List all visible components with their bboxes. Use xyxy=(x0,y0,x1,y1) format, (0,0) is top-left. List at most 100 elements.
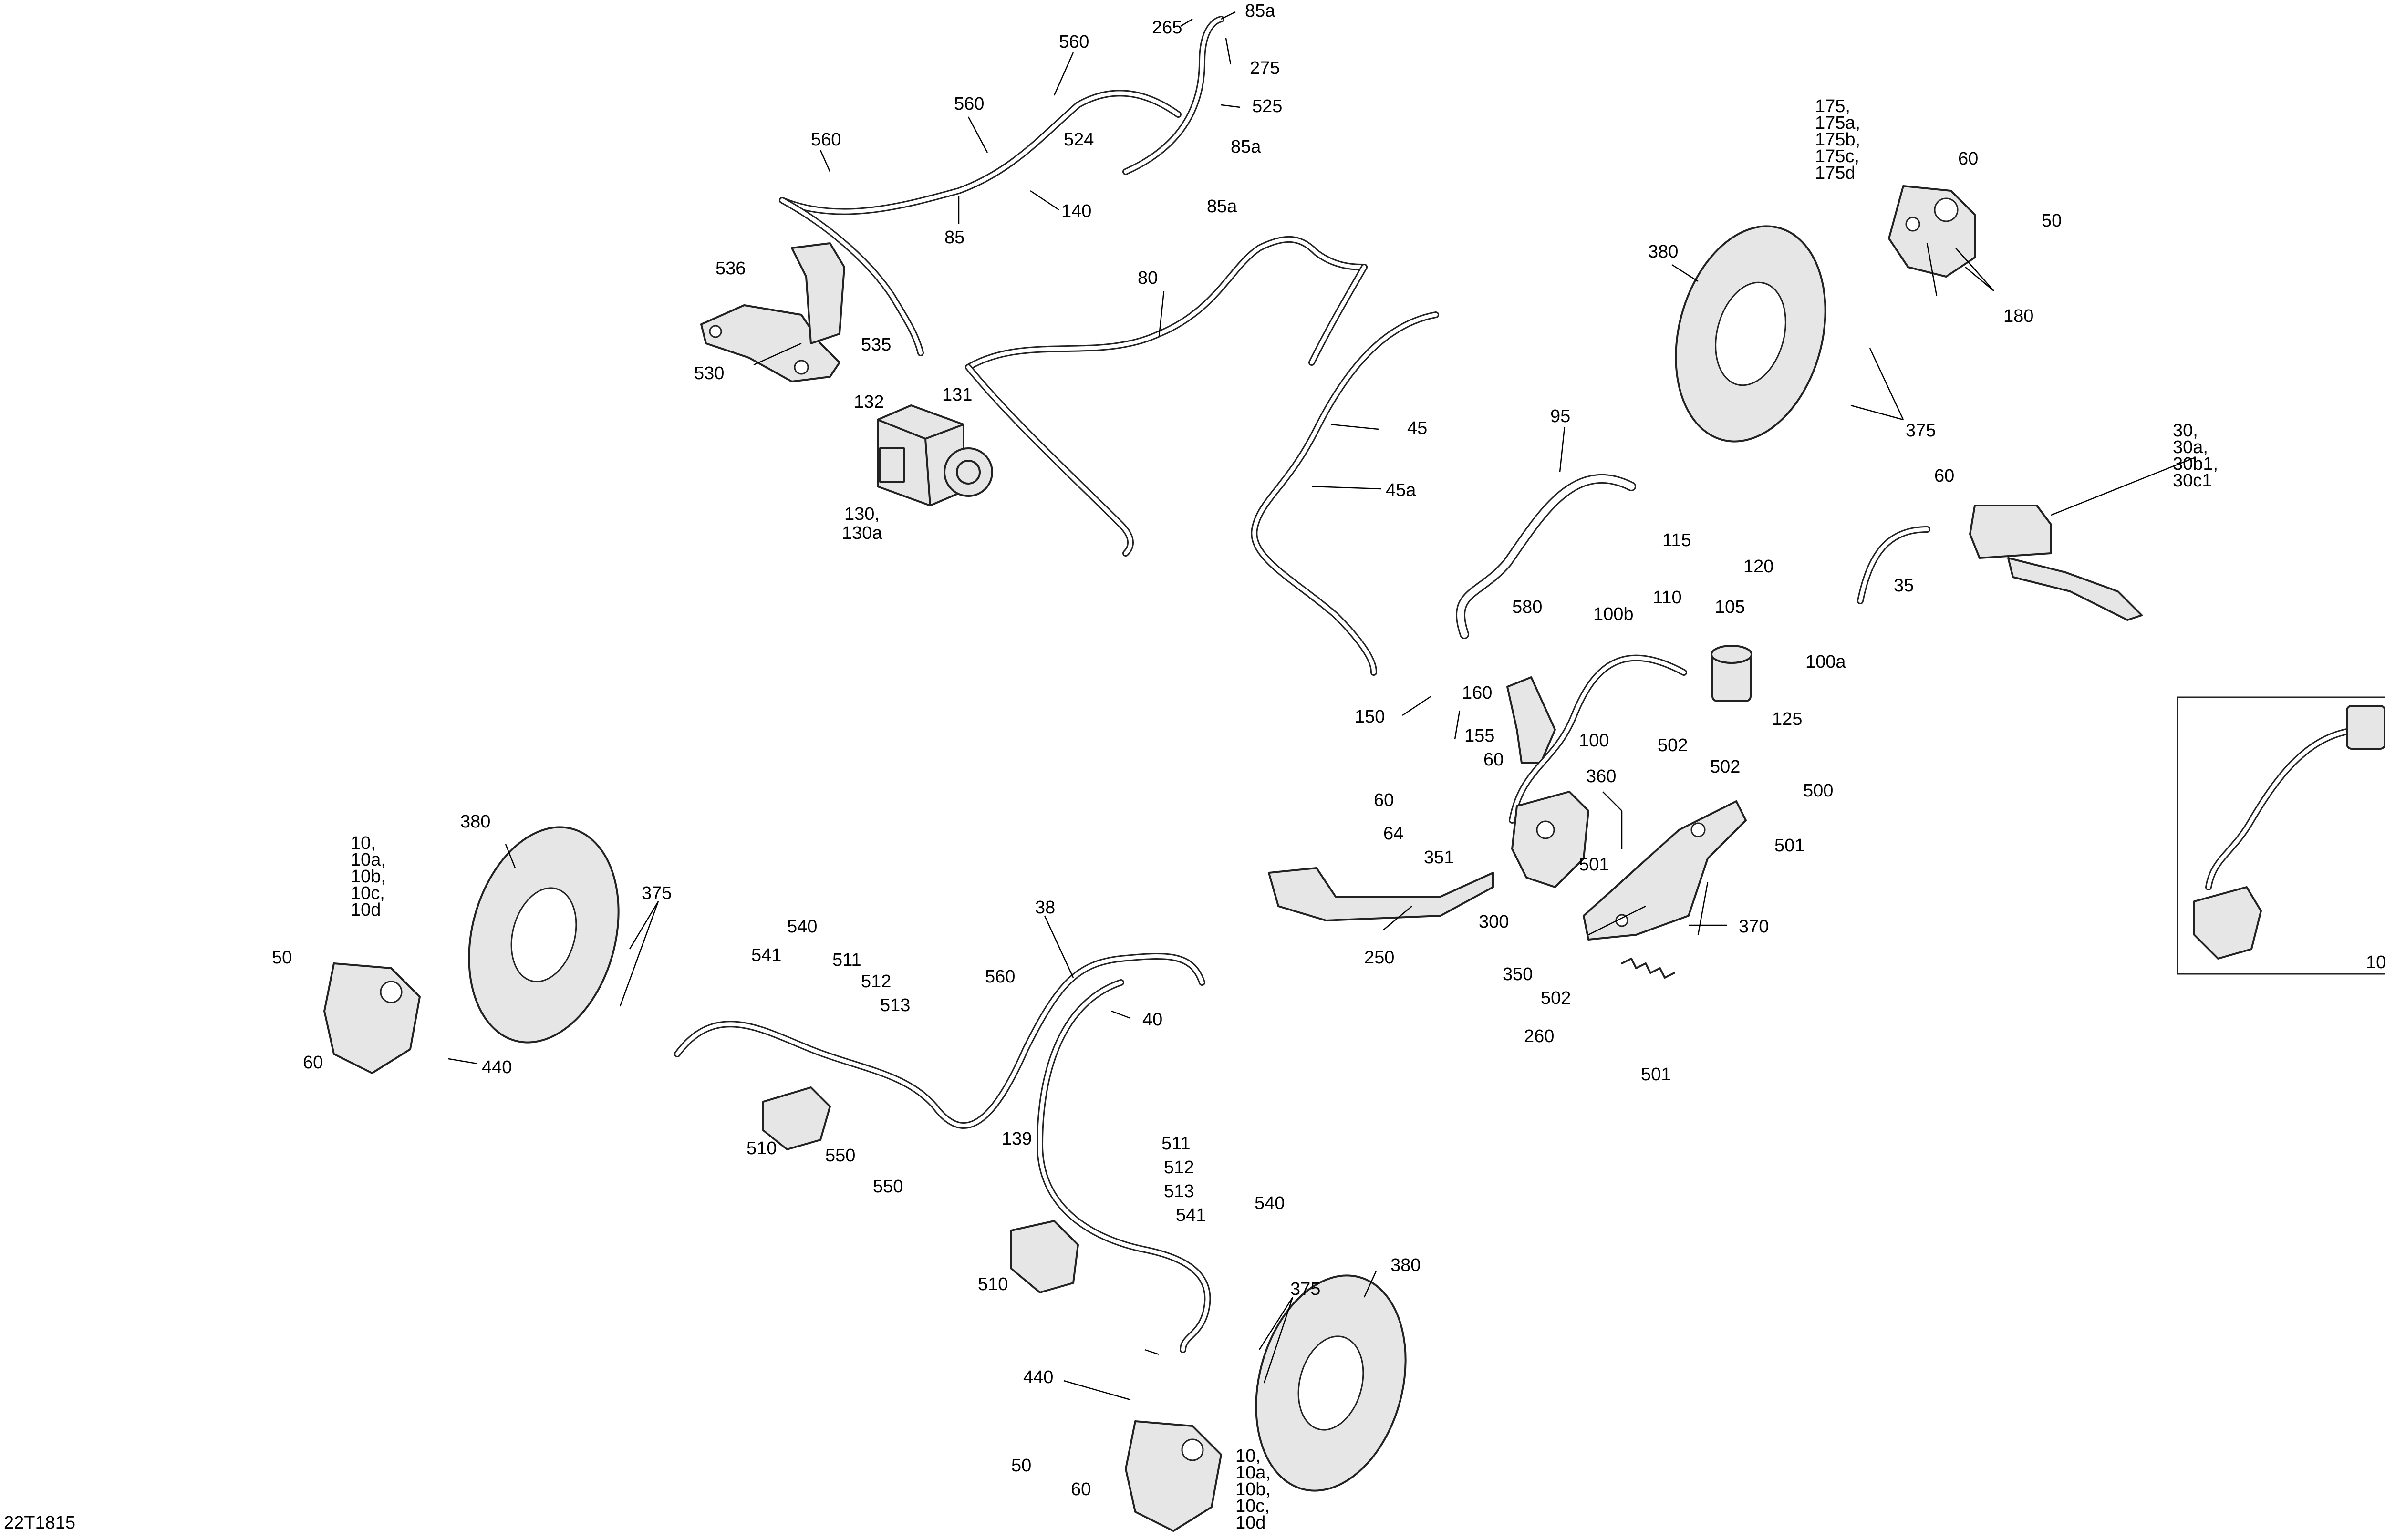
callout-150: 150 xyxy=(1355,707,1385,727)
spring-260 xyxy=(1621,958,1675,979)
callout-139: 139 xyxy=(1002,1129,1032,1149)
caliper-10-bottom xyxy=(1125,1420,1222,1532)
callout-38: 38 xyxy=(1035,898,1055,918)
callout-380: 380 xyxy=(1648,242,1678,262)
callout-501: 501 xyxy=(1641,1065,1671,1085)
callout-560: 560 xyxy=(811,130,841,150)
callout-560: 560 xyxy=(985,967,1015,987)
callout-375: 375 xyxy=(1290,1279,1320,1299)
callout-45a: 45a xyxy=(1386,480,1416,500)
callout-85: 85 xyxy=(944,227,964,248)
callout-360: 360 xyxy=(1586,766,1616,786)
brake-line-38 xyxy=(674,953,1205,1129)
callout-380: 380 xyxy=(1390,1255,1421,1275)
callout-175c: 175c, xyxy=(1815,146,1859,166)
callout-10: 10, xyxy=(1235,1446,1261,1466)
callout-541: 541 xyxy=(751,945,781,965)
callout-550: 550 xyxy=(825,1146,855,1166)
brake-line-45 xyxy=(1251,311,1439,676)
callout-60: 60 xyxy=(1934,466,1954,486)
callout-275: 275 xyxy=(1250,58,1280,78)
reservoir-100a xyxy=(1711,645,1752,702)
brake-line-40 xyxy=(1037,979,1211,1353)
callout-105: 105 xyxy=(1715,597,1745,617)
callout-513: 513 xyxy=(1164,1181,1194,1201)
callout-180: 180 xyxy=(2003,306,2033,326)
hose-100b xyxy=(1509,654,1687,824)
callout-500: 500 xyxy=(1803,781,1833,801)
callout-512: 512 xyxy=(1164,1158,1194,1178)
callout-512: 512 xyxy=(861,972,891,992)
callout-100a: 100a xyxy=(1805,652,1846,672)
callout-511: 511 xyxy=(1161,1134,1191,1154)
callout-130: 130, xyxy=(844,504,880,524)
callout-132: 132 xyxy=(854,392,884,412)
abs-bracket-530 xyxy=(700,242,845,382)
caliper-10-left xyxy=(323,962,421,1074)
callout-10c: 10c, xyxy=(1235,1496,1270,1516)
callout-580: 580 xyxy=(1512,597,1542,617)
callout-541: 541 xyxy=(1176,1205,1206,1225)
callout-175a: 175a, xyxy=(1815,113,1860,133)
figure-id: 22T1815 xyxy=(4,1513,75,1533)
callout-100b: 100b xyxy=(1593,604,1634,624)
bracket-510-a xyxy=(762,1086,831,1150)
callout-30a: 30a, xyxy=(2173,437,2208,457)
callout-501: 501 xyxy=(1774,836,1804,856)
callout-550: 550 xyxy=(873,1177,903,1197)
callout-160: 160 xyxy=(1462,683,1492,703)
callout-10c: 10c, xyxy=(351,883,385,903)
callout-10b: 10b, xyxy=(1235,1479,1271,1499)
callout-85a: 85a xyxy=(1207,196,1237,217)
brake-line-85 xyxy=(779,16,1224,356)
callout-525: 525 xyxy=(1252,96,1282,116)
brake-disc-380-left xyxy=(468,826,620,1044)
callout-60: 60 xyxy=(1071,1479,1091,1499)
callout-502: 502 xyxy=(1541,988,1571,1008)
callout-502: 502 xyxy=(1710,757,1740,777)
callout-440: 440 xyxy=(482,1057,512,1077)
hose-95 xyxy=(1456,474,1636,639)
abs-module-130 xyxy=(877,404,993,506)
brake-line-80 xyxy=(965,236,1368,557)
callout-110: 110 xyxy=(1653,588,1682,608)
callout-30b1: 30b1, xyxy=(2173,454,2218,474)
callout-131: 131 xyxy=(942,385,972,405)
callout-30c1: 30c1 xyxy=(2173,471,2212,491)
callout-10a: 10a, xyxy=(1235,1463,1271,1483)
callout-125: 125 xyxy=(1772,709,1802,729)
callout-502: 502 xyxy=(1658,735,1688,755)
callout-35: 35 xyxy=(1894,576,1914,596)
callout-40: 40 xyxy=(1142,1010,1162,1030)
inset-box-100: 100 xyxy=(2177,696,2385,975)
callout-labels: 265 85a 275 525 85a 85a 560 560 560 524 … xyxy=(272,1,2218,1533)
callout-10d: 10d xyxy=(1235,1513,1265,1533)
brake-disc-380-top xyxy=(1675,225,1826,443)
callout-60: 60 xyxy=(1483,750,1504,770)
callout-10b: 10b, xyxy=(351,867,386,887)
callout-375: 375 xyxy=(1906,421,1936,441)
callout-50: 50 xyxy=(2042,211,2062,231)
callout-250: 250 xyxy=(1364,948,1394,968)
callout-440: 440 xyxy=(1023,1367,1053,1387)
callout-265: 265 xyxy=(1152,18,1182,38)
callout-351: 351 xyxy=(1424,848,1454,868)
callout-511: 511 xyxy=(832,950,861,970)
callout-155: 155 xyxy=(1464,726,1494,746)
callout-535: 535 xyxy=(861,335,891,355)
callout-501: 501 xyxy=(1579,855,1609,875)
callout-175d: 175d xyxy=(1815,163,1856,183)
callout-50: 50 xyxy=(272,948,292,968)
callout-540: 540 xyxy=(1255,1193,1285,1213)
callout-540: 540 xyxy=(787,917,817,937)
callout-115: 115 xyxy=(1662,530,1691,550)
callout-513: 513 xyxy=(880,995,910,1015)
callout-560: 560 xyxy=(954,94,984,114)
callout-130a: 130a xyxy=(842,523,882,543)
callout-45: 45 xyxy=(1407,418,1427,438)
callout-10a: 10a, xyxy=(351,850,386,870)
pedal-bracket-500 xyxy=(1583,800,1747,941)
brake-disc-380-bottom xyxy=(1255,1274,1407,1492)
callout-60: 60 xyxy=(303,1053,323,1073)
